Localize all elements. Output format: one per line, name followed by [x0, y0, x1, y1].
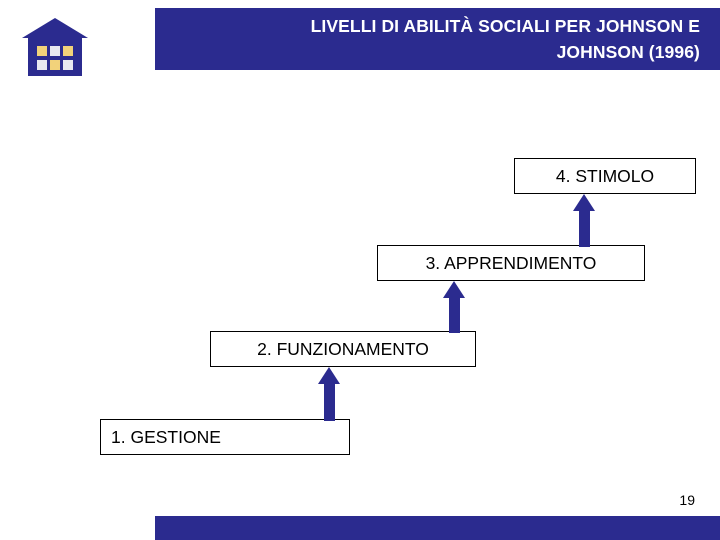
step-box-2: 2. FUNZIONAMENTO — [210, 331, 476, 367]
up-arrow-icon-2-to-3 — [443, 281, 466, 333]
up-arrow-icon-3-to-4 — [573, 194, 596, 247]
house-logo — [22, 18, 88, 76]
arrow-shaft — [449, 296, 460, 333]
step-box-1: 1. GESTIONE — [100, 419, 350, 455]
arrow-head — [318, 367, 340, 384]
step-label-2: 2. FUNZIONAMENTO — [257, 338, 429, 359]
step-label-4: 4. STIMOLO — [555, 165, 655, 186]
step-box-4: 4. STIMOLO — [514, 158, 696, 194]
arrow-head — [573, 194, 595, 211]
arrow-head — [443, 281, 465, 298]
up-arrow-icon-1-to-2 — [318, 367, 341, 421]
step-box-3: 3. APPRENDIMENTO — [377, 245, 645, 281]
footer-bar — [155, 516, 720, 540]
header-bar: LIVELLI DI ABILITÀ SOCIALI PER JOHNSON E… — [155, 8, 720, 70]
house-body-icon — [28, 38, 82, 76]
page-number: 19 — [679, 492, 695, 508]
arrow-shaft — [579, 209, 590, 247]
house-roof-icon — [22, 18, 88, 38]
step-label-3: 3. APPRENDIMENTO — [425, 252, 597, 273]
page-title: LIVELLI DI ABILITÀ SOCIALI PER JOHNSON E… — [310, 16, 700, 62]
arrow-shaft — [324, 382, 335, 421]
step-label-1: 1. GESTIONE — [111, 426, 221, 447]
